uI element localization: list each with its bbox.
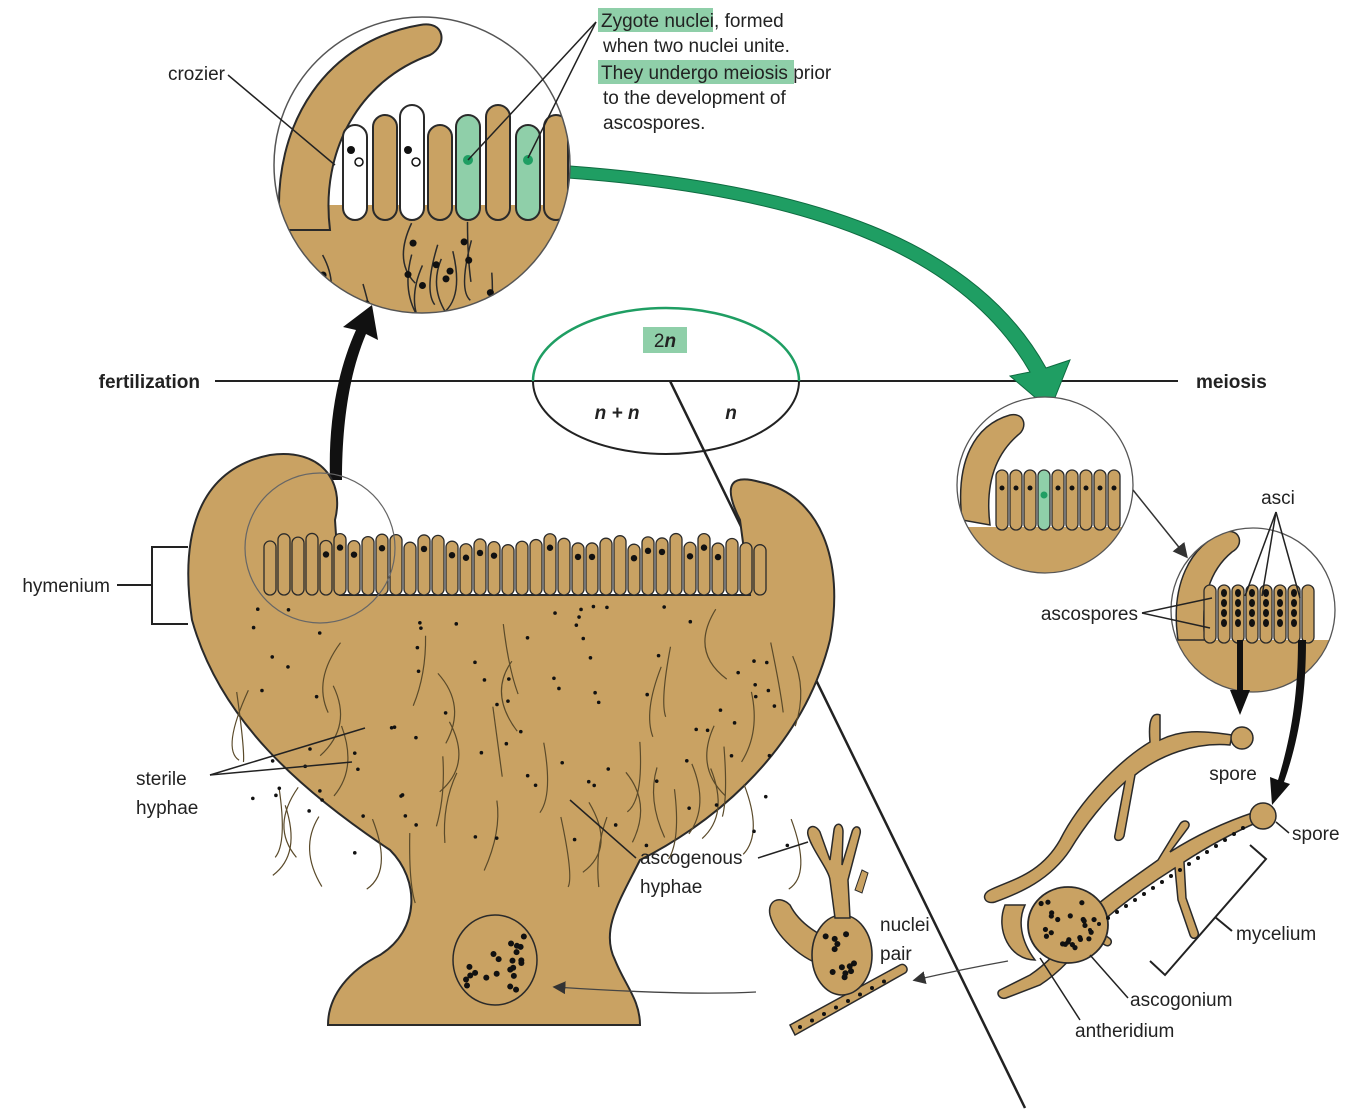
hymenium-label: hymenium — [22, 576, 110, 597]
meiosis-line2: to the development of — [603, 88, 786, 109]
meiosis-label: meiosis — [1196, 372, 1267, 393]
ascus-cell — [486, 105, 510, 220]
fertilization-label: fertilization — [99, 372, 200, 393]
hymenium-bracket — [117, 547, 188, 624]
spore-top-label: spore — [1209, 764, 1257, 785]
magnified-crozier-circle — [270, 17, 574, 358]
meiosis-text: They undergo meiosis prior — [601, 63, 832, 84]
sterile-label-2: hyphae — [136, 798, 198, 819]
ascus-cell — [516, 125, 540, 220]
ascospores-label: ascospores — [1041, 604, 1138, 625]
ascus-cell — [456, 115, 480, 220]
zygote-ascus-circle — [950, 397, 1150, 587]
zygote-text: Zygote nuclei, formed — [601, 11, 784, 32]
mycelium-label: mycelium — [1236, 924, 1316, 945]
nuclei-label-1: nuclei — [880, 915, 930, 936]
crozier-label: crozier — [168, 64, 226, 85]
spore-right — [1250, 803, 1276, 829]
ascogenous-label-2: hyphae — [640, 877, 702, 898]
asci-label: asci — [1261, 488, 1295, 509]
meiosis-line3: ascospores. — [603, 113, 705, 134]
black-arrow — [330, 305, 378, 480]
antheridium-label: antheridium — [1075, 1021, 1174, 1042]
dikaryon-label: n + n — [595, 403, 640, 424]
green-arrow — [568, 166, 1070, 410]
haploid-label: n — [725, 403, 737, 424]
ascogonium-pointer — [1090, 955, 1128, 998]
ascogonium-shape — [1028, 887, 1108, 963]
ascus-cell — [343, 125, 367, 220]
ascospore-circle — [1170, 528, 1340, 700]
ascus-cell — [373, 115, 397, 220]
nuclei-label-2: pair — [880, 944, 912, 965]
ascus-cell — [428, 125, 452, 220]
spore-right-pointer — [1276, 822, 1289, 833]
zygote-line2: when two nuclei unite. — [602, 36, 790, 57]
spore-top — [1231, 727, 1253, 749]
sterile-label-1: sterile — [136, 769, 187, 790]
apothecium — [188, 454, 834, 1025]
diploid-label: 2n — [654, 331, 676, 352]
ascogonium-label: ascogonium — [1130, 990, 1232, 1011]
spore-right-label: spore — [1292, 824, 1340, 845]
ascogenous-label-1: ascogenous — [640, 848, 742, 869]
to-asci-arrow — [1133, 490, 1186, 556]
mycelium — [985, 714, 1276, 998]
